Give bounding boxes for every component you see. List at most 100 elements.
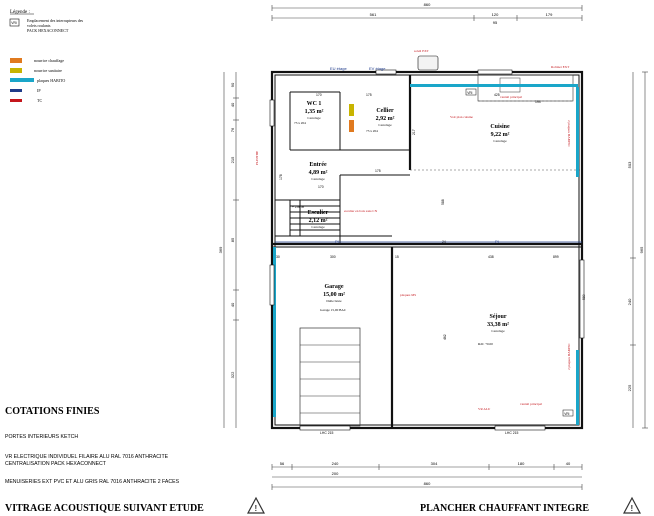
- dim-interior: 438: [488, 255, 494, 259]
- vr-note: VR ELECTRIQUE INDIVIDUEL FILAIRE ALU RAL…: [5, 454, 169, 460]
- dim-interior: 24: [442, 240, 446, 244]
- warning-icon: !: [623, 496, 641, 514]
- swatch-nourrice-sanitaire: [10, 68, 22, 73]
- dim-interior: 580: [582, 294, 586, 300]
- room-area: 9,22 m²: [491, 132, 510, 138]
- room-floor: Carrelage: [307, 116, 321, 120]
- garage-note: Garage 15,00 BAC: [320, 308, 347, 313]
- pi-right-label: PI: [495, 239, 499, 244]
- room-garage: Garage 15,00 m² Dalle brute: [323, 284, 345, 303]
- room-name: Cellier: [376, 108, 394, 114]
- vr-switch-label: VRi: [467, 91, 472, 95]
- dim-left-part: 85: [230, 237, 235, 242]
- legend-vr-text: Emplacement des interrupteurs des: [27, 18, 84, 23]
- room-cuisine: Cuisine 9,22 m² Carrelage: [490, 124, 510, 143]
- kitchen-layout: [477, 74, 574, 102]
- vr-alu-label: VR ALU: [478, 407, 491, 411]
- baie-label: LHC 215: [505, 431, 518, 435]
- dim-top-part: 120: [492, 12, 499, 17]
- dim-bottom-total: 860: [424, 481, 431, 486]
- dim-interior: 15: [395, 255, 399, 259]
- room-wc: WC 1 1,35 m² Carrelage: [305, 101, 324, 120]
- vr-switch-icon: [562, 409, 574, 417]
- dim-right-part: 240: [627, 298, 632, 305]
- room-area: 4,89 m²: [309, 170, 328, 176]
- dim-top-part: 179: [546, 12, 553, 17]
- room-floor: Dalle brute: [326, 299, 342, 303]
- legend-item: TC: [37, 98, 42, 103]
- interior-dimensions: 170 175 175 217 425 194 300 438 30 15 24…: [276, 93, 586, 340]
- room-name: Entrée: [309, 162, 327, 168]
- dim-interior: 194: [535, 100, 541, 104]
- dim-top-sub: 95: [493, 20, 498, 25]
- dim-top-part: 561: [370, 12, 377, 17]
- habito-plate: [410, 84, 578, 87]
- vr-switch-label: VRi: [564, 412, 569, 416]
- dim-interior: 462: [443, 334, 447, 340]
- vantail-bas-label: vantail principal: [520, 402, 542, 406]
- legend: Légende : VRi Emplacement des interrupte…: [9, 10, 84, 103]
- habito-plate: [273, 247, 276, 417]
- room-labels: WC 1 1,35 m² Carrelage Cellier 2,92 m² C…: [305, 101, 510, 333]
- dim-bottom-part: 240: [332, 461, 339, 466]
- dim-bottom-part: 56: [280, 461, 285, 466]
- legend-item: IP: [37, 88, 41, 93]
- vr-symbol: VRi: [11, 21, 17, 25]
- room-area: 33,38 m²: [487, 322, 509, 328]
- room-area: 15,00 m²: [323, 292, 345, 298]
- hsp-label: RdC +0.00: [478, 342, 493, 346]
- habito-cuisine-label: 2 plaques HABITO: [567, 120, 571, 147]
- dim-left-part: 215: [230, 156, 235, 163]
- voir-cuisine-label: Voir plan cuisine: [450, 115, 473, 119]
- dim-bottom-part: 40: [566, 461, 571, 466]
- dim-left-part: 90: [230, 82, 235, 87]
- dim-bottom-part: 180: [518, 461, 525, 466]
- habito-plate: [576, 350, 579, 425]
- menuiseries-note: MENUISERIES EXT PVC ET ALU GRIS RAL 7016…: [5, 479, 180, 485]
- room-floor: Carrelage: [491, 329, 505, 333]
- habito-plates: [273, 84, 579, 425]
- bottom-dimensions: 56 240 304 180 40 200 860: [271, 461, 583, 490]
- warning-icon: !: [247, 496, 265, 514]
- dim-interior: 217: [412, 129, 416, 135]
- dim-interior: 30: [276, 255, 280, 259]
- dim-left-part: 369: [218, 246, 223, 253]
- dim-right-total: 965: [639, 246, 644, 253]
- plancher-note: PLANCHER CHAUFFANT INTEGRE: [420, 503, 589, 514]
- eu-label: EU étage: [330, 66, 347, 71]
- room-area: 1,35 m²: [305, 109, 324, 115]
- dim-left-part: 40: [230, 102, 235, 107]
- room-floor: Carrelage: [493, 139, 507, 143]
- room-floor: Carrelage: [378, 123, 392, 127]
- dim-interior: 170: [318, 185, 324, 189]
- room-floor: Carrelage: [311, 177, 325, 181]
- garage-door: [299, 327, 361, 427]
- cotations-title: COTATIONS FINIES: [5, 406, 100, 417]
- dim-right-part: 503: [627, 161, 632, 168]
- dim-interior: 175: [366, 93, 372, 97]
- legend-title: Légende :: [10, 10, 30, 15]
- dim-left-part: 40: [230, 302, 235, 307]
- dim-interior: 300: [330, 255, 336, 259]
- wc-dims: 73 x 204: [294, 121, 306, 125]
- swatch-nourrice-chauffage: [10, 58, 22, 63]
- walls: [270, 70, 584, 430]
- legend-vr-text-2: volets roulants: [27, 23, 51, 28]
- dim-interior: 425: [494, 93, 500, 97]
- swatch-tc: [10, 99, 22, 102]
- svg-text:!: !: [255, 504, 258, 513]
- right-dimensions: 965 503 240 225: [627, 71, 648, 429]
- stair-height: + 2.80 m: [292, 205, 305, 209]
- dim-interior: 899: [553, 255, 559, 259]
- legend-item: nourrice sanitaire: [34, 68, 62, 73]
- pi-left-label: PI: [335, 239, 339, 244]
- room-area: 2,12 m²: [309, 218, 328, 224]
- escalier-label: escalier en bois sans CN: [344, 209, 378, 213]
- dim-interior: 175: [375, 169, 381, 173]
- habito-plate: [576, 87, 579, 177]
- legend-vr-text-3: PACK HEXACONNECT: [27, 28, 69, 33]
- portes-note: PORTES INTERIEURS KETCH: [5, 434, 78, 440]
- room-escalier: Escalier 2,12 m² Carrelage: [308, 210, 329, 229]
- outdoor-unit: [417, 55, 439, 71]
- room-name: Escalier: [308, 210, 329, 216]
